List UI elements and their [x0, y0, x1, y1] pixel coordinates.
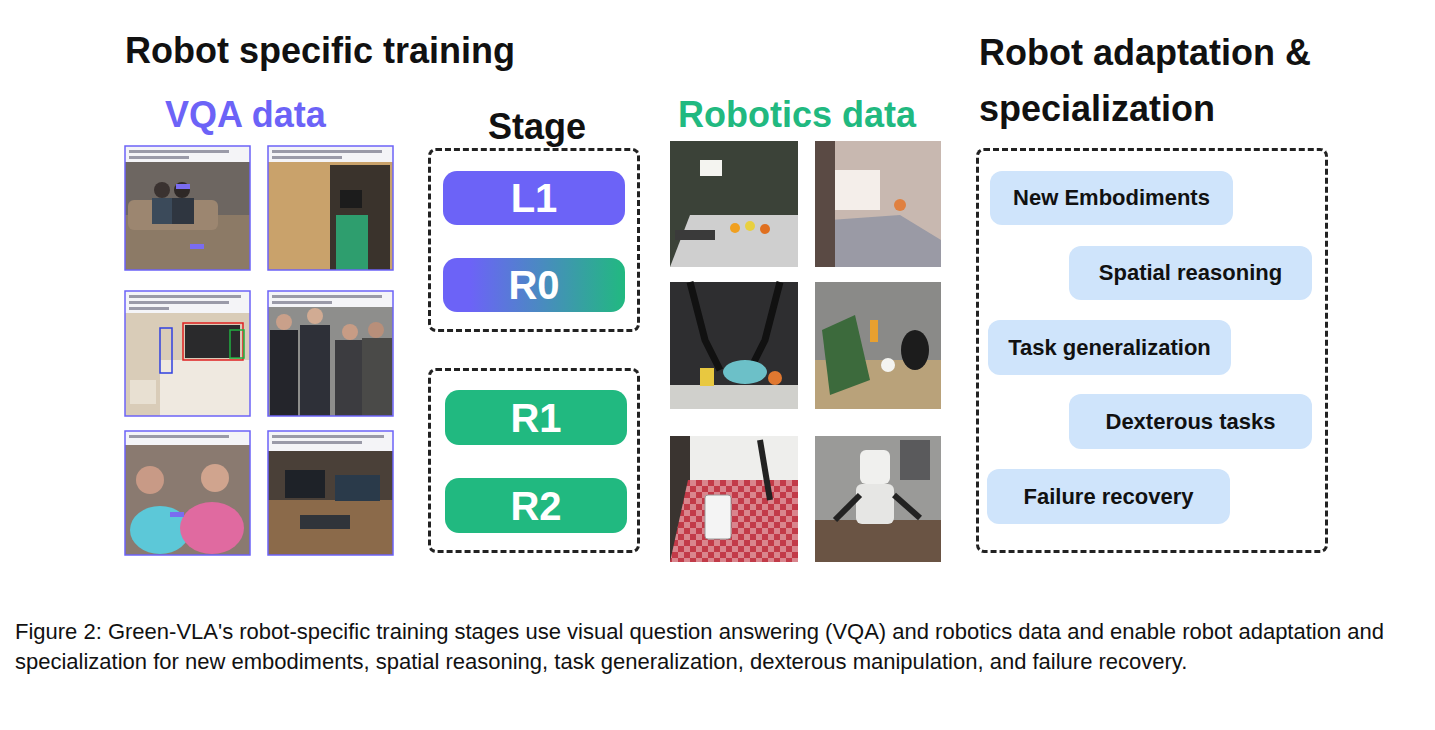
- capability-name: New Embodiments: [1013, 185, 1210, 210]
- stage-pill: R1: [445, 390, 627, 445]
- vqa-photo: [268, 291, 393, 416]
- robot-photo: [815, 282, 941, 409]
- stage-group: L1R0Stage: [428, 148, 640, 332]
- robot-photo: [670, 141, 798, 267]
- stage-pill: R0: [443, 258, 625, 312]
- stage-name: R0: [508, 262, 559, 308]
- stage-name: L1: [511, 175, 558, 221]
- column-heading: VQA data: [165, 94, 326, 136]
- robot-photo: [670, 282, 798, 409]
- capability-box: Task generalization: [988, 320, 1231, 375]
- vqa-photo: [268, 431, 393, 555]
- group-heading: Stage: [431, 99, 643, 155]
- group-heading: Robot adaptation & specialization: [979, 25, 1331, 137]
- capability-box: Spatial reasoning: [1069, 246, 1312, 300]
- stage-name: R2: [510, 483, 561, 529]
- capability-box: Failure recovery: [987, 469, 1230, 524]
- figure-caption: Figure 2: Green-VLA's robot-specific tra…: [15, 617, 1425, 677]
- column-heading: Robotics data: [678, 94, 916, 136]
- stage-pill: R2: [445, 478, 627, 533]
- vqa-photo: [125, 431, 250, 555]
- robot-photo: [670, 436, 798, 562]
- capability-name: Dexterous tasks: [1106, 409, 1276, 434]
- vqa-photo: [268, 146, 393, 270]
- stage-group: New EmbodimentsSpatial reasoningTask gen…: [976, 148, 1328, 553]
- capability-name: Failure recovery: [1024, 484, 1194, 509]
- figure-heading: Robot specific training: [125, 30, 515, 72]
- stage-pill: L1: [443, 171, 625, 225]
- capability-box: New Embodiments: [990, 171, 1233, 225]
- vqa-photo: [125, 291, 250, 416]
- capability-box: Dexterous tasks: [1069, 394, 1312, 449]
- vqa-photo: [125, 146, 250, 270]
- capability-name: Spatial reasoning: [1099, 260, 1282, 285]
- capability-name: Task generalization: [1008, 335, 1211, 360]
- robot-photo: [815, 436, 941, 562]
- stage-name: R1: [510, 395, 561, 441]
- robot-photo: [815, 141, 941, 267]
- stage-group: R1R2: [428, 368, 640, 553]
